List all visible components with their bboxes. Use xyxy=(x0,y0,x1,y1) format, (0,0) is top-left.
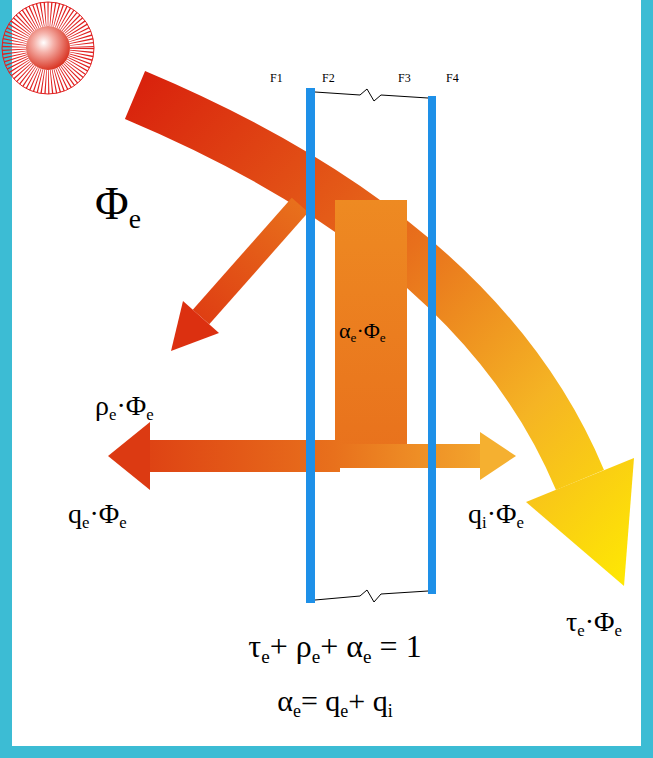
outer-release-label: qe·Φe xyxy=(68,498,127,530)
flux-symbol: Φe xyxy=(95,178,141,231)
inner-release-bar xyxy=(335,444,480,468)
sun-rays xyxy=(14,14,82,82)
absorbed-stem xyxy=(335,200,407,445)
inner-pane xyxy=(428,96,436,594)
absorbed-label: αe·Φe xyxy=(339,318,386,343)
absorption-equation: αe= qe+ qi xyxy=(277,684,393,719)
incident-arrow-body xyxy=(135,95,580,480)
outer-pane xyxy=(306,88,315,603)
outer-release-head xyxy=(108,422,150,490)
sun-sphere xyxy=(26,26,70,70)
surface-number: F2 xyxy=(322,72,335,86)
reflected-arrow-head xyxy=(171,301,219,351)
gap-top-line xyxy=(315,89,428,101)
inner-release-label: qi·Φe xyxy=(468,498,524,530)
balance-equation: τe+ ρe+ αe = 1 xyxy=(248,628,421,665)
reflected-arrow-body xyxy=(201,205,300,317)
surface-number: F1 xyxy=(270,72,283,86)
sun-outline xyxy=(2,2,94,94)
incident-arrow-head xyxy=(526,458,634,586)
surface-number: F4 xyxy=(446,72,459,86)
transmitted-label: τe·Φe xyxy=(566,606,622,638)
inner-release-head xyxy=(480,432,516,480)
surface-number: F3 xyxy=(398,72,411,86)
gap-bottom-line xyxy=(315,590,428,602)
reflected-label: ρe·Φe xyxy=(95,390,154,422)
white-ground xyxy=(12,0,641,746)
